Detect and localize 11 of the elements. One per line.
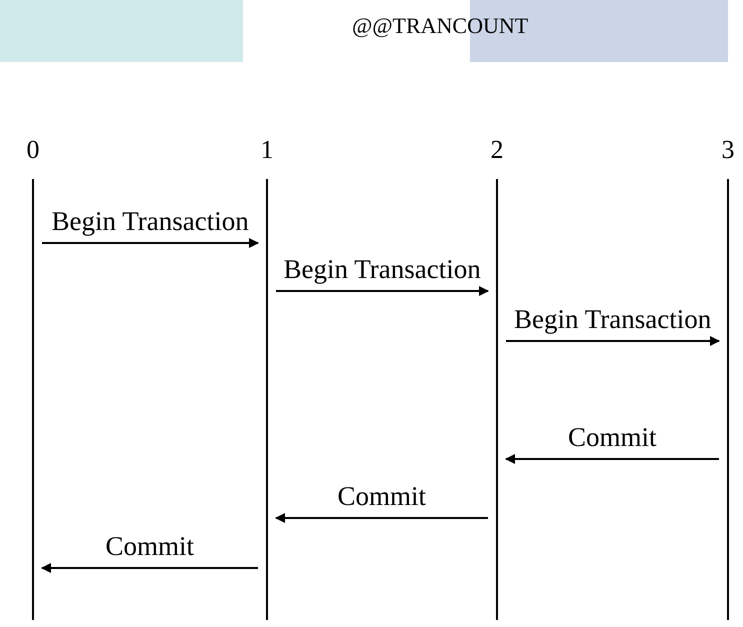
message-arrow [276, 286, 489, 296]
lifeline-number: 3 [720, 135, 736, 165]
message-arrow [275, 513, 488, 523]
message-arrow [42, 238, 259, 248]
message-arrow [505, 454, 719, 464]
lifeline-number: 2 [490, 135, 504, 165]
message-arrow [506, 336, 720, 346]
lifeline-number: 0 [26, 135, 40, 165]
lifeline-number: 1 [260, 135, 274, 165]
title: @@TRANCOUNT [352, 12, 528, 40]
message-arrow [41, 563, 258, 573]
